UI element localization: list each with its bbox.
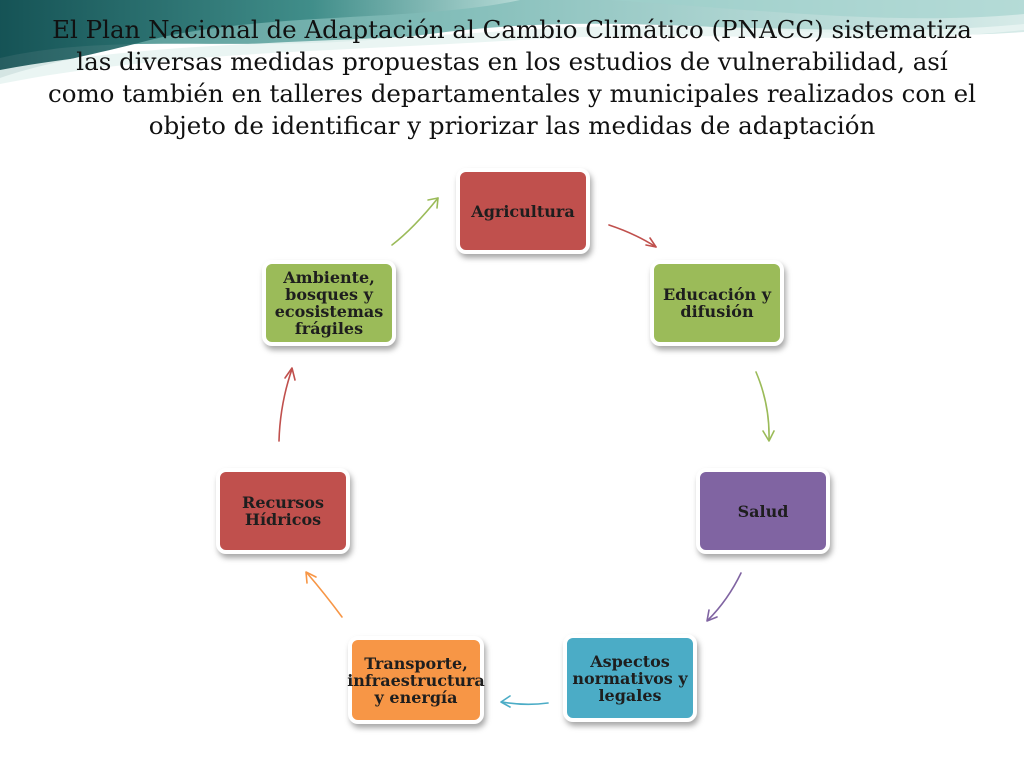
arrow-aspectos-to-transporte (500, 695, 549, 708)
arrow-salud-to-aspectos (706, 572, 742, 622)
node-transporte-infraestructura: Transporte, infraestructura y energía (347, 636, 485, 724)
node-label: Agricultura (471, 201, 575, 221)
node-label: Recursos Hídricos (242, 493, 324, 529)
node-label: Salud (737, 501, 789, 521)
arrow-agricultura-to-educacion (608, 224, 657, 248)
node-educacion-difusion: Educación y difusión (650, 260, 784, 346)
node-label: Ambiente, bosques y ecosistemas frágiles (274, 268, 384, 338)
node-label: Transporte, infraestructura y energía (347, 653, 485, 707)
arrow-ambiente-to-agricultura (391, 197, 439, 246)
node-recursos-hidricos: Recursos Hídricos (216, 468, 350, 554)
node-aspectos-normativos: Aspectos normativos y legales (563, 634, 697, 722)
node-agricultura: Agricultura (456, 168, 590, 254)
arrow-educacion-to-salud (755, 371, 775, 442)
header-wave-decoration (0, 0, 1024, 84)
node-salud: Salud (696, 468, 830, 554)
node-ambiente-bosques: Ambiente, bosques y ecosistemas frágiles (262, 260, 396, 346)
node-label: Aspectos normativos y legales (572, 651, 688, 705)
slide-title: El Plan Nacional de Adaptación al Cambio… (47, 15, 977, 140)
arrow-recursos-to-ambiente (278, 367, 296, 442)
node-label: Educación y difusión (662, 285, 772, 321)
arrow-transporte-to-recursos (305, 571, 343, 618)
